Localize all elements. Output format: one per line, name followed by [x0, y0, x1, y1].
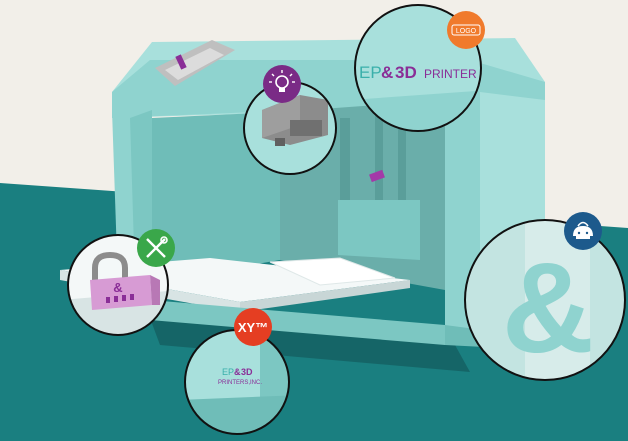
padlock: & — [90, 251, 160, 310]
lock-mark: & — [113, 280, 122, 295]
small-brand-3d: 3D — [241, 367, 253, 377]
small-brand-amp: & — [234, 367, 241, 377]
big-ampersand: & — [502, 237, 594, 380]
brand-printer: PRINTER — [424, 67, 477, 81]
brand-ep: EP — [359, 63, 382, 82]
small-brand-ep: EP — [222, 367, 234, 377]
trademark-badge-label: XY™ — [238, 320, 268, 335]
print-head-callout[interactable] — [240, 65, 340, 180]
brand-3d: 3D — [395, 63, 417, 82]
trademark-badge — [234, 308, 272, 346]
lightbulb-icon — [269, 70, 295, 92]
brand-amp: & — [381, 63, 393, 82]
logo-badge-label: LOGO — [456, 28, 477, 35]
logo-badge — [447, 11, 485, 49]
small-brand-line2: PRINTERS,INC. — [218, 380, 262, 386]
tools-icon — [146, 236, 168, 258]
badge-icon — [573, 221, 593, 239]
small-brand-callout[interactable]: EP & 3D PRINTERS,INC. XY™ — [180, 308, 300, 441]
